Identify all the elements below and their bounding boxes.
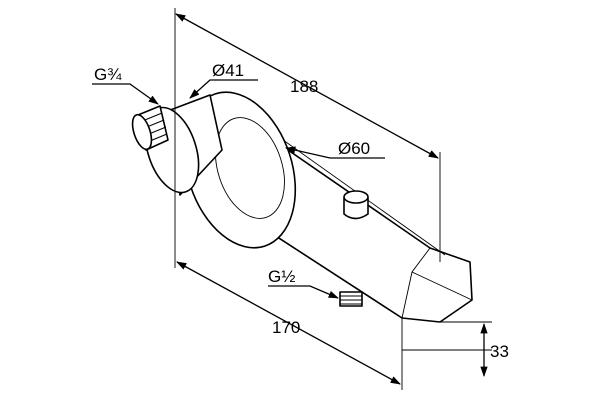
dim-line-188 (175, 13, 439, 159)
label-33: 33 (490, 342, 509, 361)
leader-d60 (284, 146, 385, 159)
label-g12: G½ (268, 267, 295, 286)
dimension-labels: G¾ Ø41 188 Ø60 G½ 170 33 (94, 61, 509, 361)
label-170: 170 (272, 318, 300, 337)
inlet-thread (131, 105, 169, 151)
label-188: 188 (290, 77, 318, 96)
label-d41: Ø41 (212, 61, 244, 80)
label-g34: G¾ (94, 65, 122, 84)
extension-lines (174, 8, 492, 390)
diverter-knob (343, 190, 369, 220)
dimension-lines (92, 13, 488, 385)
leader-g12 (268, 285, 339, 299)
leader-d41 (189, 79, 258, 99)
leader-g34 (92, 83, 159, 105)
dim-line-170 (176, 261, 401, 385)
label-d60: Ø60 (338, 139, 370, 158)
outlet-thread (339, 291, 363, 307)
